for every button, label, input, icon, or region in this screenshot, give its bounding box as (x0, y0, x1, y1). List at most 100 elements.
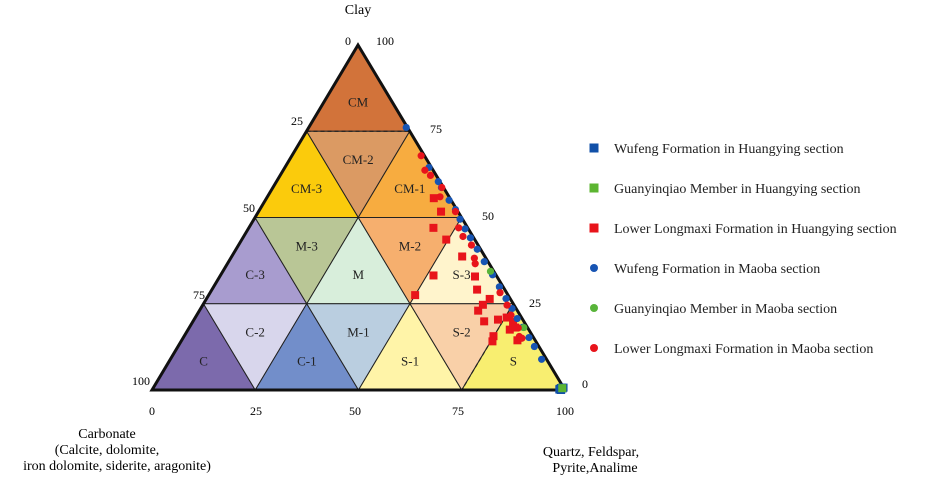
region-labels: CM CM-2CM-3 CM-1C-3 M-3M M-2S-3C C-2C-1 M-1S-1… (199, 95, 517, 369)
region-label-cm-2: CM-2 (343, 152, 374, 167)
series-6-point-13 (503, 301, 511, 309)
series-4-point-8 (461, 225, 469, 233)
series-6-point-6 (467, 241, 476, 249)
series-4-point-7 (456, 215, 464, 223)
region-label-c-3: C-3 (245, 267, 265, 282)
series-4-point-20 (538, 355, 546, 363)
region-label-s-3: S-3 (453, 267, 471, 282)
region-label-m: M (353, 267, 365, 282)
bottom-tick-25: 25 (250, 404, 262, 418)
left-tick-75: 75 (193, 288, 205, 302)
bottom-tick-0: 0 (149, 404, 155, 418)
region-label-m-1: M-1 (347, 325, 369, 340)
bottom-tick-75: 75 (452, 404, 464, 418)
series-3-point-10 (478, 300, 487, 309)
series-2-point-1 (558, 384, 567, 393)
series-6-point-4 (451, 208, 460, 216)
region-label-m-3: M-3 (295, 238, 317, 253)
left-axis-label-line-1: Carbonate (78, 427, 136, 442)
series-3-point-21 (502, 313, 511, 322)
series-4-point-11 (480, 258, 488, 266)
series-6-point-8 (496, 289, 504, 297)
series-3-point-17 (505, 325, 514, 334)
region-label-cm-3: CM-3 (291, 181, 322, 196)
series-3-point-13 (488, 337, 497, 346)
left-edge-ticks: 25 50 75 100 (132, 114, 303, 388)
series-3-point-18 (509, 318, 518, 327)
region-label-s: S (510, 353, 517, 368)
chart-legend: Wufeng Formation in Huangying sectionGua… (589, 142, 897, 357)
right-tick-50: 50 (482, 209, 494, 223)
right-axis-label-line-1: Quartz, Feldspar, (543, 445, 639, 460)
series-6-point-16 (459, 232, 467, 241)
left-tick-25: 25 (291, 114, 303, 128)
series-4-point-16 (513, 314, 521, 323)
legend-marker-5 (590, 304, 598, 312)
legend-marker-3 (589, 223, 599, 233)
series-4-point-9 (466, 234, 475, 242)
region-label-c-1: C-1 (297, 353, 317, 368)
series-4-point-14 (502, 294, 510, 303)
series-3-point-3 (429, 194, 438, 203)
region-label-c-2: C-2 (245, 325, 265, 340)
series-3-point-15 (474, 306, 483, 315)
left-tick-100: 100 (132, 374, 150, 388)
series-3-point-12 (489, 332, 498, 341)
left-axis-label-line-2: (Calcite, dolomite, (55, 443, 160, 458)
series-6-point-1 (417, 152, 425, 160)
series-3-point-4 (437, 207, 446, 216)
legend-marker-4 (590, 264, 598, 272)
series-6-point-12 (515, 332, 523, 341)
region-label-cm: CM (348, 95, 369, 110)
region-label-s-2: S-2 (453, 325, 471, 340)
series-4-point-19 (530, 342, 538, 351)
region-label-c: C (199, 353, 208, 368)
series-3-point-14 (485, 294, 494, 303)
series-3-point-2 (429, 271, 438, 280)
series-6-point-2 (426, 171, 435, 180)
legend-label-1: Wufeng Formation in Huangying section (614, 142, 844, 157)
region-cm (306, 44, 411, 132)
series-4-point-1 (402, 123, 410, 132)
right-axis-label-line-2: Pyrite,Analime (552, 461, 637, 476)
legend-marker-6 (590, 344, 598, 352)
series-6-point-10 (514, 324, 522, 332)
legend-marker-2 (589, 183, 599, 193)
bottom-tick-50: 50 (349, 404, 361, 418)
series-6-point-9 (507, 311, 515, 319)
series-4-point-18 (525, 333, 533, 342)
right-tick-25: 25 (529, 296, 541, 310)
series-3-point-16 (493, 315, 502, 324)
series-6-point-7 (470, 254, 478, 262)
series-5-point-2 (520, 323, 528, 332)
series-3-point-1 (411, 291, 420, 300)
region-label-cm-1: CM-1 (394, 181, 425, 196)
series-3-point-8 (471, 272, 480, 281)
series-4-point-5 (445, 196, 453, 204)
series-3-point-11 (480, 317, 489, 326)
series-3-point-20 (513, 336, 522, 345)
series-4-point-10 (473, 245, 481, 253)
region-label-s-1: S-1 (401, 353, 419, 368)
legend-label-2: Guanyinqiao Member in Huangying section (614, 182, 861, 197)
series-6-point-5 (455, 224, 463, 232)
region-label-m-2: M-2 (399, 238, 421, 253)
axis-labels: Clay 0 100 Carbonate (Calcite, dolomite,… (23, 3, 639, 476)
series-6-point-3 (438, 183, 446, 192)
bottom-edge-ticks: 0 25 50 75 100 (149, 404, 574, 418)
left-axis-label-line-3: iron dolomite, siderite, aragonite) (23, 459, 211, 474)
series-6-point-15 (436, 193, 444, 201)
series-6-point-14 (421, 166, 429, 174)
right-edge-ticks: 75 50 25 0 (430, 122, 588, 391)
series-3-point-9 (473, 285, 482, 294)
bottom-tick-100: 100 (556, 404, 574, 418)
series-4-point-3 (434, 178, 442, 186)
series-3-point-6 (429, 223, 438, 232)
series-4-point-13 (495, 283, 503, 291)
legend-label-5: Guanyinqiao Member in Maoba section (614, 302, 837, 317)
top-tick-hundred: 100 (376, 34, 394, 48)
top-tick-zero: 0 (345, 34, 351, 48)
series-3-point-7 (458, 252, 467, 261)
series-3-point-5 (442, 235, 451, 244)
data-points (402, 123, 568, 394)
